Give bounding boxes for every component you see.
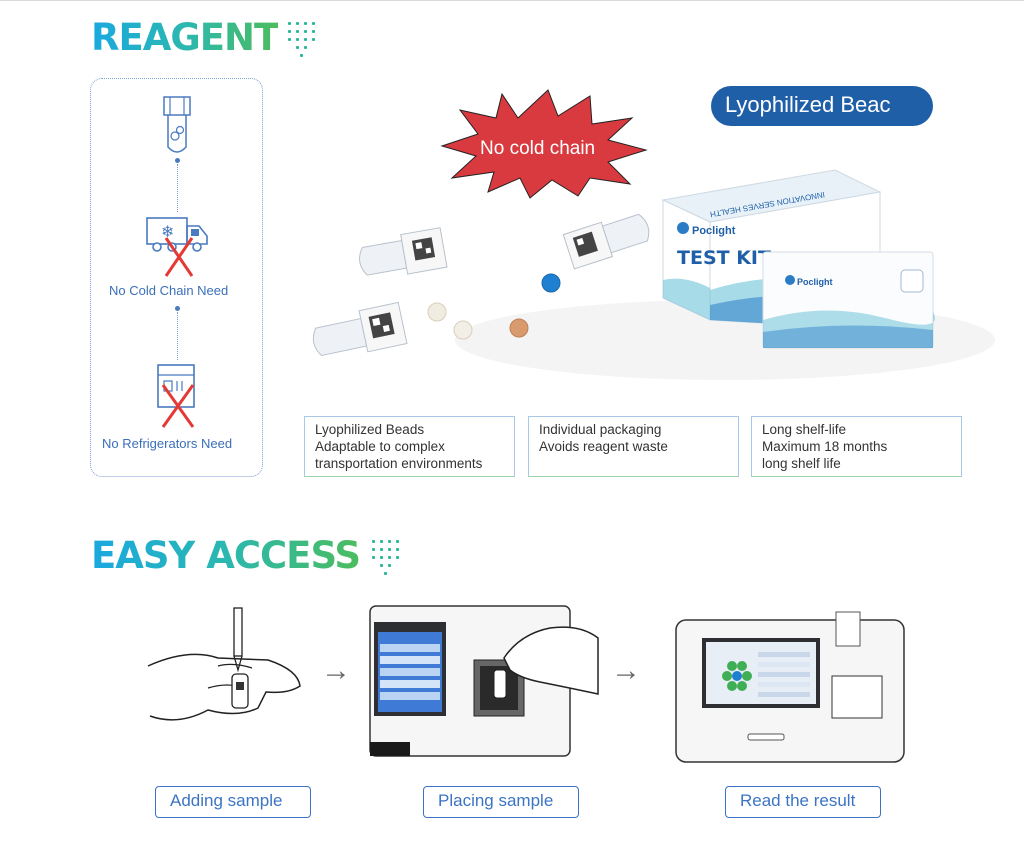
feature-long-shelf-life: Long shelf-life Maximum 18 months long s… [751,416,962,477]
bead [541,273,561,293]
feature-line: long shelf life [762,456,841,471]
top-divider [0,0,1024,1]
reagent-tube-image [312,301,408,357]
pouch-brand: Poclight [797,277,833,287]
bead [453,320,473,340]
connector-dot [175,158,180,163]
reagent-tube-icon [163,96,191,153]
bead [427,302,447,322]
feature-line: Maximum 18 months [762,439,888,454]
no-cold-chain-starburst: No cold chain [440,89,648,199]
next-arrow-icon: → [321,654,351,687]
easy-access-title: EASY ACCESS [91,534,361,577]
feature-line: Long shelf-life [762,422,847,437]
kit-brand: Poclight [692,225,736,237]
feature-lyophilized-beads: Lyophilized Beads Adaptable to complex t… [304,416,515,477]
step-read-result: Read the result [725,786,881,818]
reagent-tube-image [562,213,650,270]
feature-line: Adaptable to complex [315,439,445,454]
product-illustration: Poclight TEST KIT INNOVATION SERVES HEAL… [312,169,995,380]
cold-chain-panel [90,78,263,477]
feature-line: Avoids reagent waste [539,439,668,454]
connector-line [177,312,178,360]
adding-sample-illustration [147,607,301,721]
feature-line: Lyophilized Beads [315,422,425,437]
feature-line: transportation environments [315,456,483,471]
no-refrigerators-label: No Refrigerators Need [102,436,233,451]
lyophilized-beads-pill: Lyophilized Beac [711,86,933,126]
reagent-title: REAGENT [91,16,279,59]
snowflake-icon: ❄ [161,222,174,241]
refrigerated-truck-icon: ❄ [146,217,208,277]
connector-dot [175,306,180,311]
feature-line: Individual packaging [539,422,662,437]
reagent-tube-image [359,227,448,276]
bead [509,318,529,338]
read-result-illustration [675,611,905,763]
placing-sample-illustration [369,605,599,757]
refrigerator-icon [157,364,195,428]
feature-individual-packaging: Individual packaging Avoids reagent wast… [528,416,739,477]
step-placing-sample: Placing sample [423,786,579,818]
starburst-label: No cold chain [480,138,595,159]
kit-title: TEST KIT [677,247,771,269]
test-kit-box: Poclight TEST KIT INNOVATION SERVES HEAL… [661,169,935,349]
step-adding-sample: Adding sample [155,786,311,818]
connector-line [177,164,178,212]
next-arrow-icon: → [611,654,641,687]
no-cold-chain-label: No Cold Chain Need [109,283,229,298]
